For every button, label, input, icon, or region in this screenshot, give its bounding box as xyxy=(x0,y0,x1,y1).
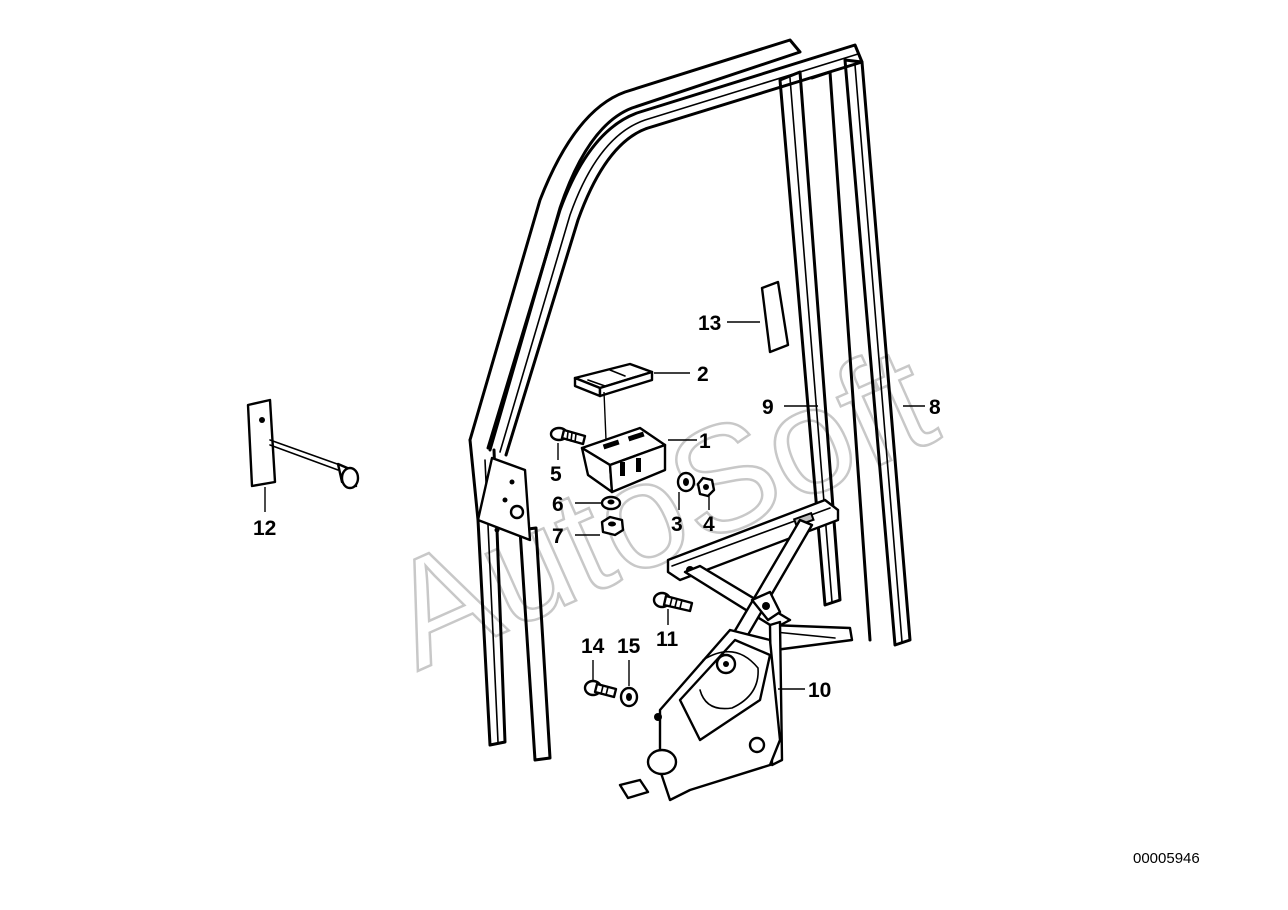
part-10-regulator xyxy=(618,498,854,802)
label-part-5: 5 xyxy=(550,463,562,486)
part-12-tool xyxy=(246,398,360,490)
part-5-bolt xyxy=(549,426,587,446)
part-3-washer xyxy=(676,471,696,493)
part-14-bolt xyxy=(583,679,618,699)
reference-code: 00005946 xyxy=(1133,850,1200,867)
part-labels: 1 2 3 4 5 6 7 8 9 10 11 12 13 14 15 xyxy=(253,312,941,702)
label-part-8: 8 xyxy=(929,396,941,419)
part-4-nut xyxy=(696,476,716,498)
label-part-15: 15 xyxy=(617,635,641,658)
label-part-10: 10 xyxy=(808,679,831,702)
part-7-nut xyxy=(600,515,625,537)
part-11-bolt xyxy=(652,591,694,613)
label-part-14: 14 xyxy=(581,635,605,658)
label-part-2: 2 xyxy=(697,363,709,386)
part-1-guide-block xyxy=(580,426,667,494)
label-part-12: 12 xyxy=(253,517,276,540)
label-part-3: 3 xyxy=(671,513,683,536)
part-15-washer xyxy=(619,686,639,708)
label-part-9: 9 xyxy=(762,396,774,419)
part-6-washer xyxy=(600,495,622,511)
label-part-13: 13 xyxy=(698,312,721,335)
label-part-11: 11 xyxy=(656,628,679,651)
label-part-7: 7 xyxy=(552,525,564,548)
window-frame xyxy=(468,38,912,762)
label-part-1: 1 xyxy=(699,430,711,453)
part-2-slide xyxy=(573,362,654,398)
part-13-strip xyxy=(760,280,790,354)
label-part-6: 6 xyxy=(552,493,564,516)
label-part-4: 4 xyxy=(703,513,715,536)
leader-lines xyxy=(264,321,925,690)
